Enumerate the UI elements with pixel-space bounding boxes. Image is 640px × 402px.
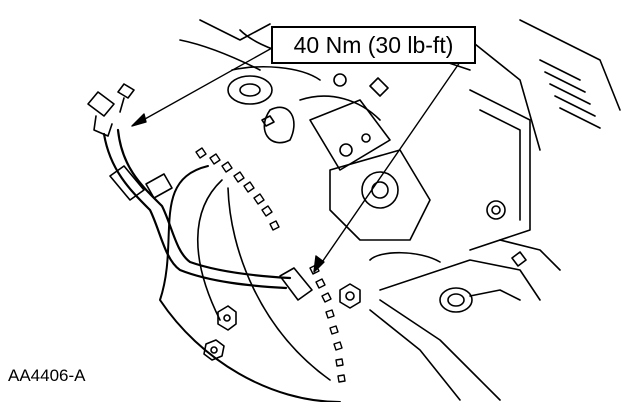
tube-assembly <box>87 83 313 301</box>
tube-fitting-lower <box>279 267 313 301</box>
flywheel-bolts <box>203 305 237 361</box>
torque-callout-label: 40 Nm (30 lb-ft) <box>271 26 476 64</box>
tube-fitting-upper <box>87 91 115 117</box>
tube-sleeve <box>109 165 145 201</box>
figure-id-label: AA4406-A <box>8 366 86 385</box>
callout-leader-lines <box>131 47 461 273</box>
lower-components <box>339 239 561 401</box>
flywheel-ring-gear-teeth <box>195 147 346 383</box>
flywheel <box>159 147 346 402</box>
